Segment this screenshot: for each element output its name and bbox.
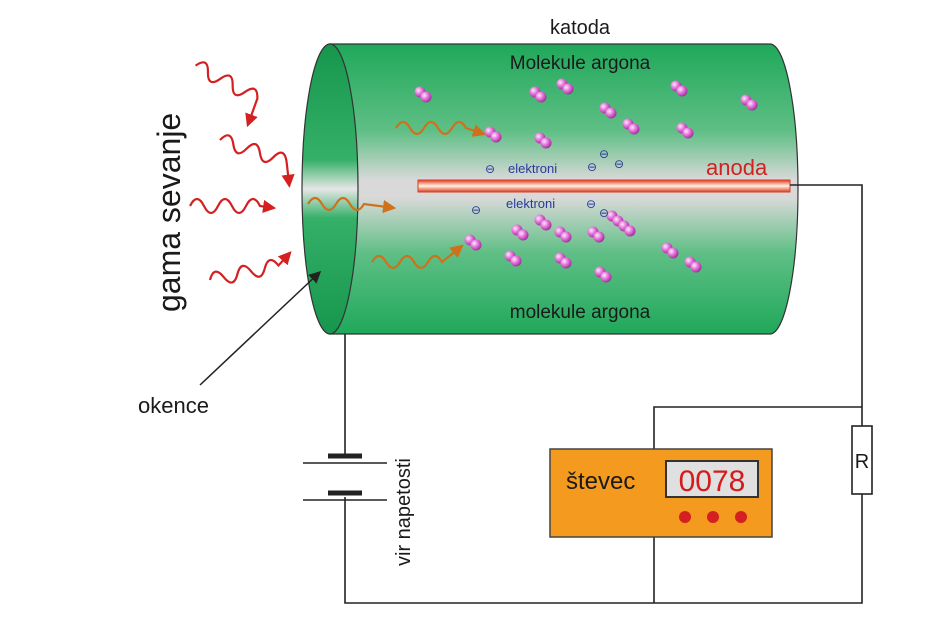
counter-led-2 — [707, 511, 719, 523]
window-pointer-arrow — [199, 270, 322, 386]
anode-label: anoda — [706, 155, 768, 180]
electron-icon: ⊖ — [471, 203, 481, 217]
gamma-radiation-label: gama sevanje — [151, 113, 187, 312]
gamma-wave-icon — [395, 120, 487, 137]
counter-led-3 — [735, 511, 747, 523]
counter-device — [549, 448, 773, 538]
argon-bottom-label: molekule argona — [510, 302, 651, 323]
inner-gamma-waves — [307, 120, 487, 270]
circuit-wires — [344, 184, 863, 604]
counter-value: 0078 — [679, 465, 746, 498]
electron-icon: ⊖ — [587, 160, 597, 174]
battery-icon — [303, 453, 387, 501]
window-label: okence — [138, 393, 209, 418]
electrons: ⊖ ⊖ ⊖ ⊖ ⊖ ⊖ ⊖ — [471, 147, 624, 220]
resistor-icon — [851, 425, 873, 495]
resistor-label: R — [855, 451, 869, 473]
electron-icon: ⊖ — [614, 157, 624, 171]
gamma-wave-icon — [208, 251, 292, 284]
gamma-wave-icon — [307, 196, 397, 214]
counter-label: števec — [566, 468, 635, 495]
gamma-wave-icon — [194, 61, 259, 128]
anode-rod — [417, 179, 791, 193]
gamma-waves — [189, 61, 295, 284]
voltage-source-label: vir napetosti — [393, 458, 415, 566]
argon-top-label: Molekule argona — [510, 53, 651, 74]
electrons-label-1: elektroni — [508, 161, 557, 176]
counter-display — [665, 460, 759, 498]
electron-icon: ⊖ — [485, 162, 495, 176]
electron-icon: ⊖ — [599, 206, 609, 220]
gamma-wave-icon — [189, 197, 277, 215]
counter-led-1 — [679, 511, 691, 523]
gamma-wave-icon — [371, 244, 464, 270]
electrons-label-2: elektroni — [506, 196, 555, 211]
gamma-wave-icon — [219, 134, 295, 188]
cathode-label: katoda — [550, 17, 611, 39]
electron-icon: ⊖ — [599, 147, 609, 161]
tube-window — [301, 43, 359, 335]
electron-icon: ⊖ — [586, 197, 596, 211]
